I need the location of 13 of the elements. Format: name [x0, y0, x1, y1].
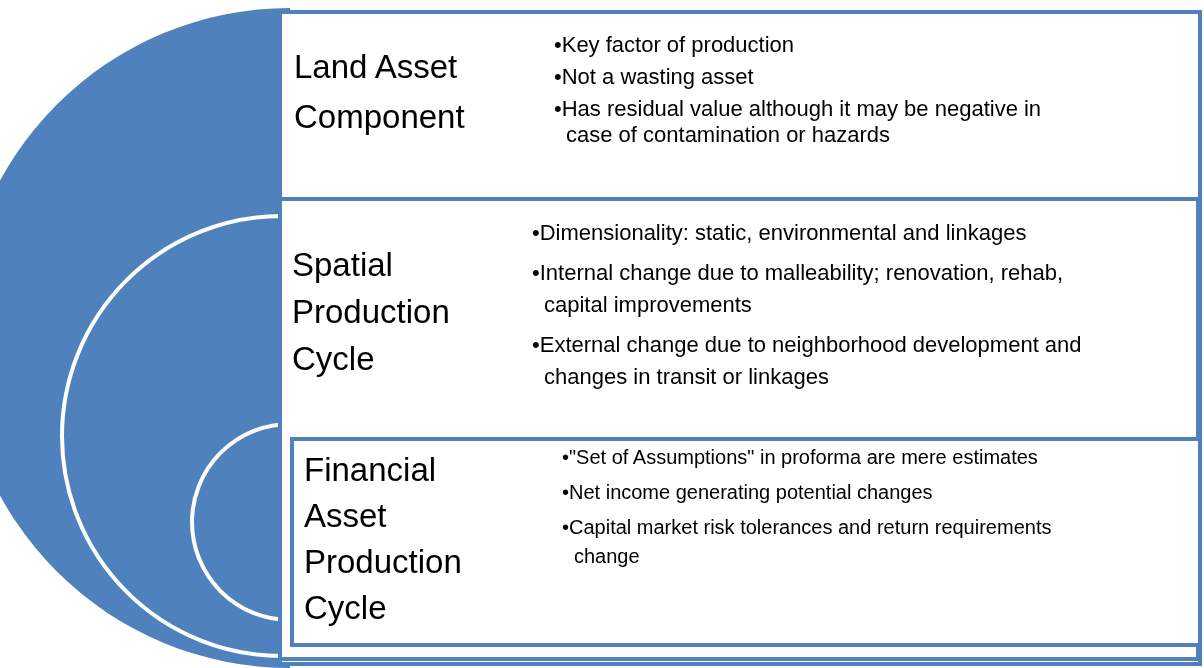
- bullet-text: •Capital market risk tolerances and return requirements change: [562, 515, 1053, 569]
- bullet-text: •"Set of Assumptions" in proforma are mere estimates: [562, 445, 1039, 470]
- bullet-text: •Key factor of production: [554, 32, 796, 58]
- text-panel: [278, 10, 1202, 666]
- bullet-text: •Dimensionality: static, environmental and linkages: [532, 219, 1028, 247]
- bullet-text: •Not a wasting asset: [554, 64, 755, 90]
- bullet-text: •External change due to neighborhood development and changes in transit or linkages: [532, 331, 1083, 391]
- bullet-text: •Net income generating potential changes: [562, 480, 934, 505]
- panel-heading: Spatial Production Cycle: [292, 245, 451, 379]
- bullet-text: •Has residual value although it may be negative in case of contamination or hazards: [554, 96, 1043, 148]
- panel-heading: Land Asset Component: [294, 47, 466, 137]
- panel-heading: Financial Asset Production Cycle: [304, 450, 463, 628]
- bullet-text: •Internal change due to malleability; renovation, rehab, capital improvements: [532, 259, 1065, 319]
